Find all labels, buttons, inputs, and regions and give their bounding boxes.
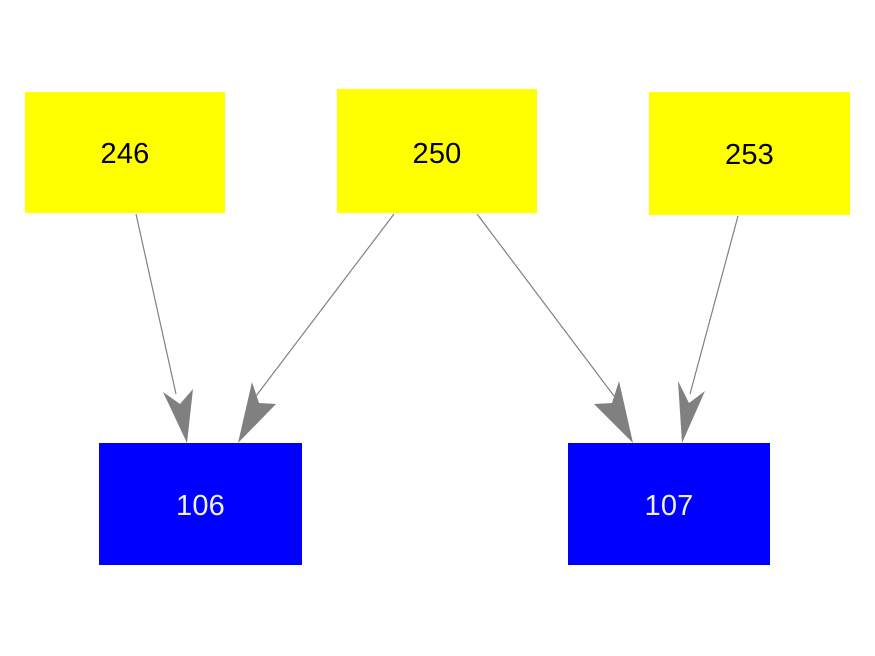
node-label-246: 246 bbox=[100, 138, 150, 170]
edge-250-107 bbox=[476, 213, 633, 443]
node-label-250: 250 bbox=[412, 138, 462, 170]
edge-line-253-107 bbox=[689, 215, 739, 395]
edge-250-106 bbox=[238, 213, 395, 443]
arrowhead-246-106 bbox=[163, 389, 193, 443]
node-106[interactable]: 106 bbox=[99, 443, 302, 565]
edge-line-250-107 bbox=[476, 213, 615, 397]
node-107[interactable]: 107 bbox=[568, 443, 770, 565]
arrowhead-250-106 bbox=[238, 382, 276, 443]
edge-253-107 bbox=[678, 215, 739, 443]
edge-line-250-106 bbox=[255, 213, 395, 397]
node-label-106: 106 bbox=[176, 490, 225, 522]
edge-line-246-106 bbox=[135, 213, 177, 395]
node-label-107: 107 bbox=[644, 490, 694, 522]
node-250[interactable]: 250 bbox=[337, 89, 537, 213]
node-246[interactable]: 246 bbox=[25, 92, 225, 213]
arrowhead-250-107 bbox=[594, 381, 633, 443]
node-253[interactable]: 253 bbox=[649, 92, 850, 215]
edge-246-106 bbox=[135, 213, 193, 443]
node-label-253: 253 bbox=[725, 139, 774, 171]
arrowhead-253-107 bbox=[678, 381, 705, 443]
